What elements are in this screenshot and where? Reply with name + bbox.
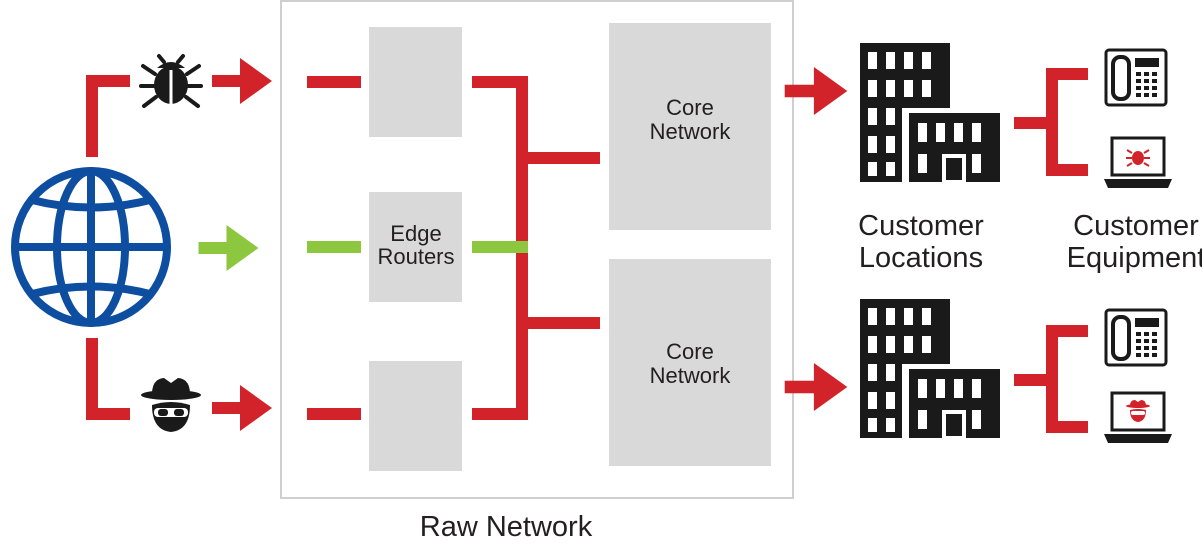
edge-router-top [369, 27, 462, 137]
arrow-top-in [212, 58, 272, 104]
office-building-icon-top [860, 43, 1002, 184]
stub-bottom-in [307, 408, 361, 420]
core-network-top-label-line1: Core [666, 95, 714, 120]
bug-icon [1126, 149, 1150, 167]
arrow-core-top-out [784, 67, 848, 115]
ip-phone-icon-bottom [1104, 308, 1168, 367]
customer-locations-label-line2: Locations [859, 242, 983, 274]
arrow-middle-in [198, 225, 259, 271]
hacker-icon [141, 378, 201, 432]
stub-top-in [307, 76, 361, 88]
edge-routers-label-line2: Routers [377, 244, 454, 269]
core-network-top [609, 23, 771, 230]
ip-phone-icon-top [1104, 48, 1168, 107]
bug-icon [139, 54, 203, 108]
customer-locations-label-line1: Customer [858, 210, 984, 242]
laptop-icon-top [1104, 136, 1172, 188]
location-to-equipment-bracket-top [1014, 68, 1088, 176]
raw-network-label: Raw Network [420, 511, 593, 543]
laptop-icon-bottom [1104, 391, 1172, 443]
edge-router-bottom [369, 361, 462, 471]
raw-network-frame [280, 0, 794, 499]
stub-middle-in [307, 241, 361, 253]
office-building-icon-bottom [860, 299, 1002, 440]
arrow-bottom-in [212, 385, 272, 431]
core-network-bottom [609, 259, 771, 466]
edge-router-middle [369, 192, 462, 302]
threat-path-top [86, 75, 130, 157]
threat-path-bottom [86, 338, 130, 420]
customer-equipment-label-line2: Equipment [1067, 242, 1202, 274]
core-network-bottom-label-line2: Network [650, 363, 732, 388]
hacker-icon [1126, 400, 1150, 422]
customer-equipment-label-line1: Customer [1073, 210, 1199, 242]
core-network-bottom-label-line1: Core [666, 339, 714, 364]
arrow-core-bottom-out [784, 363, 848, 411]
location-to-equipment-bracket-bottom [1014, 325, 1088, 433]
core-network-top-label-line2: Network [650, 119, 732, 144]
edge-routers-label-line1: Edge [390, 221, 441, 246]
stub-middle-out [472, 241, 528, 253]
globe-icon [11, 167, 171, 327]
